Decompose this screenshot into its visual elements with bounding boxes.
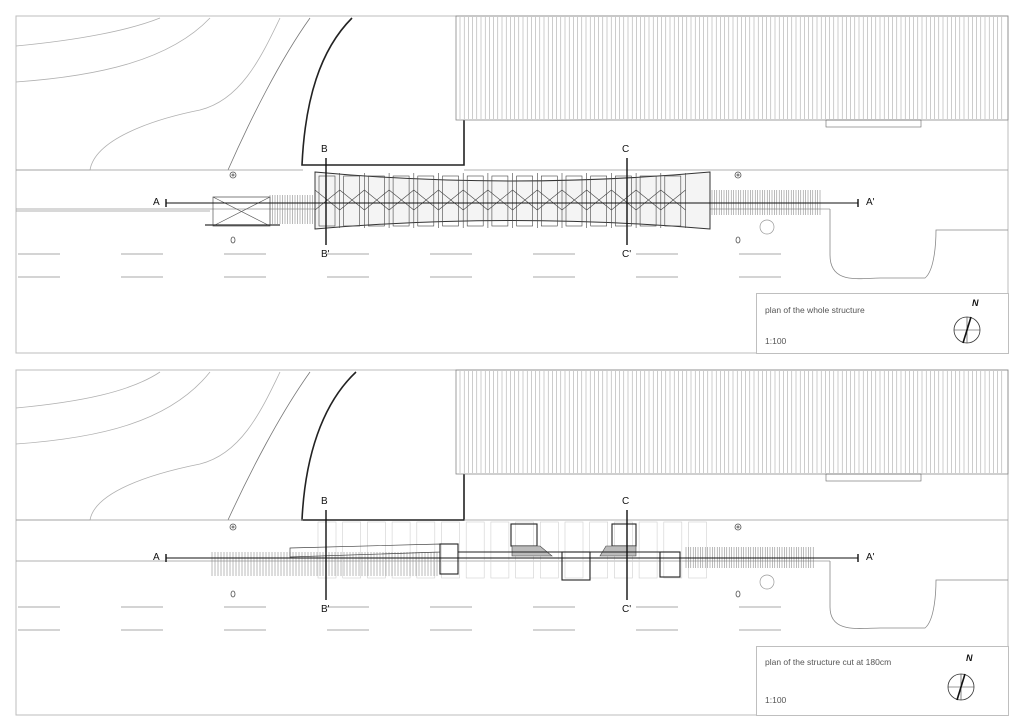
section-b-label: B xyxy=(321,496,328,507)
hatched-building xyxy=(455,15,1009,128)
plan-title: plan of the structure cut at 180cm xyxy=(765,657,892,667)
title-block: plan of the whole structure 1:100 N xyxy=(756,293,1009,354)
structure-outline-ghost xyxy=(317,521,707,579)
cut-structure xyxy=(211,523,814,590)
section-a-label: A xyxy=(153,197,160,208)
plan-scale: 1:100 xyxy=(765,695,787,705)
terrain-contours xyxy=(15,17,281,171)
street-lines xyxy=(16,519,1008,562)
lane-dashes xyxy=(18,253,781,278)
plan-title: plan of the whole structure xyxy=(765,305,865,315)
north-label: N xyxy=(966,653,973,663)
section-b-prime-label: B' xyxy=(321,604,330,615)
section-b-label: B xyxy=(321,144,328,155)
lamp-posts xyxy=(229,523,742,598)
section-c-label: C xyxy=(622,144,630,155)
plan-scale: 1:100 xyxy=(765,336,787,346)
hatched-building xyxy=(455,369,1009,482)
road-edge xyxy=(227,371,311,521)
lane-dashes xyxy=(18,606,781,631)
north-arrow-icon xyxy=(947,673,975,701)
section-a-label: A xyxy=(153,552,160,563)
section-c-prime-label: C' xyxy=(622,249,632,260)
road-edge xyxy=(227,17,311,171)
section-lines xyxy=(165,510,859,600)
plan-drawing-whole xyxy=(15,15,1009,354)
building-outline xyxy=(301,17,465,166)
terrain-contours xyxy=(15,371,281,521)
title-block: plan of the structure cut at 180cm 1:100… xyxy=(756,646,1009,716)
section-b-prime-label: B' xyxy=(321,249,330,260)
section-a-prime-label: A' xyxy=(866,197,875,208)
plan-drawing-cut xyxy=(15,369,1009,716)
curb-outline xyxy=(829,209,1008,280)
plan-panel-whole-structure: A A' B B' C C' plan of the whole structu… xyxy=(15,15,1009,354)
plan-panel-cut-180cm: A A' B B' C C' plan of the structure cut… xyxy=(0,362,1024,724)
section-a-prime-label: A' xyxy=(866,552,875,563)
section-c-label: C xyxy=(622,496,630,507)
lamp-posts xyxy=(229,171,742,244)
north-arrow-icon xyxy=(953,316,981,344)
section-c-prime-label: C' xyxy=(622,604,632,615)
north-label: N xyxy=(972,298,979,308)
section-lines xyxy=(165,158,859,245)
curb-outline xyxy=(829,561,1008,629)
